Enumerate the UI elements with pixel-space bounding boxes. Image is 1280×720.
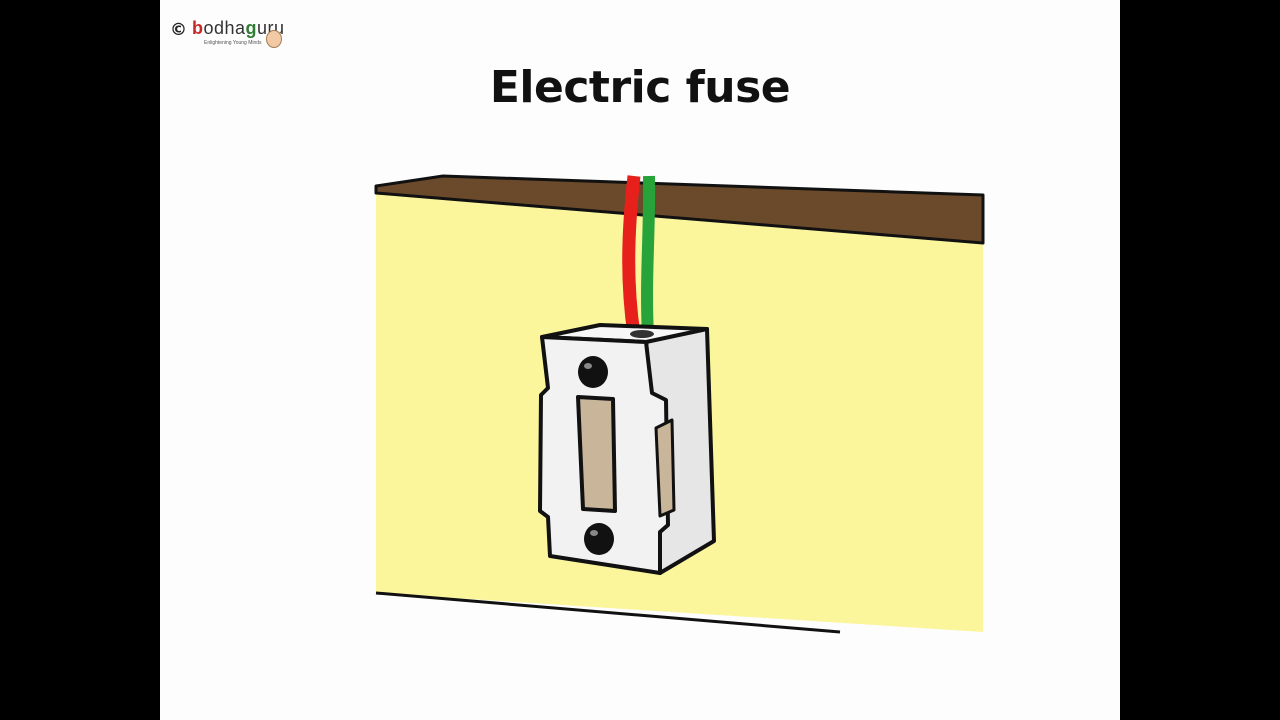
top-screw-highlight xyxy=(584,363,592,369)
wire-entry-hole xyxy=(630,330,654,338)
slide: © bodhaguru Enlightening Young Minds Ele… xyxy=(160,0,1120,720)
green-wire xyxy=(641,175,656,336)
front-slot xyxy=(576,395,617,513)
logo-wordmark-g: g xyxy=(245,18,258,38)
logo-mascot-icon xyxy=(266,30,282,48)
copyright-icon: © xyxy=(170,20,187,40)
bottom-screw xyxy=(584,523,614,555)
logo-tagline: Enlightening Young Minds xyxy=(204,40,262,46)
top-screw xyxy=(578,356,608,388)
slide-title: Electric fuse xyxy=(489,62,791,113)
red-wire xyxy=(622,175,641,336)
wall-bottom-edge xyxy=(375,591,841,634)
side-slot xyxy=(654,418,676,518)
logo-wordmark-b: b xyxy=(192,18,204,38)
bodhaguru-logo: © bodhaguru Enlightening Young Minds xyxy=(170,8,315,54)
ceiling-beam xyxy=(374,174,985,245)
bottom-screw-highlight xyxy=(590,530,598,536)
electric-fuse-illustration xyxy=(374,174,985,634)
logo-wordmark-middle: odha xyxy=(203,18,246,38)
